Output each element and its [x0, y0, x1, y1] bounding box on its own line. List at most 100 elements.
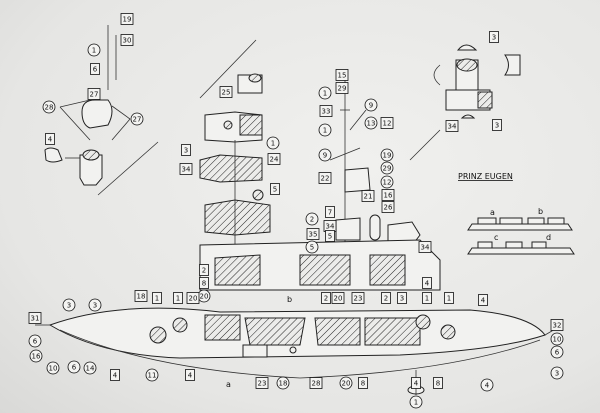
part-number-box: 4: [110, 369, 120, 381]
part-number-box: 23: [351, 292, 365, 304]
hull-letter-a: a: [226, 380, 231, 389]
label-frame: [364, 98, 378, 112]
label-frame: [181, 144, 191, 156]
label-frame: [83, 361, 97, 375]
part-number: 12: [383, 120, 392, 128]
inset-letter-c: c: [494, 233, 498, 242]
label-frame: [364, 116, 378, 130]
part-number-box: 22: [318, 172, 332, 184]
part-number-circle: 16: [29, 349, 43, 363]
label-frame: [358, 377, 368, 389]
part-number-circle: 1: [87, 43, 101, 57]
part-number: 4: [425, 280, 430, 288]
part-number-box: 1: [444, 292, 454, 304]
part-number-circle: 2: [305, 212, 319, 226]
part-number: 3: [184, 147, 188, 155]
part-number-box: 34: [445, 120, 459, 132]
part-number: 3: [555, 370, 559, 378]
label-frame: [219, 86, 233, 98]
label-frame: [444, 292, 454, 304]
part-number: 2: [310, 216, 314, 224]
label-frame: [380, 161, 394, 175]
label-frame: [550, 345, 564, 359]
part-number: 8: [202, 280, 206, 288]
label-frame: [62, 298, 76, 312]
label-frame: [411, 377, 421, 389]
part-number: 25: [222, 89, 231, 97]
part-number-box: 30: [120, 34, 134, 46]
label-frame: [409, 395, 423, 409]
part-number: 20: [200, 293, 209, 301]
part-number: 30: [123, 37, 132, 45]
label-frame: [45, 133, 55, 145]
label-frame: [87, 43, 101, 57]
part-number: 4: [485, 382, 490, 390]
part-number: 1: [447, 295, 451, 303]
label-frame: [351, 292, 365, 304]
part-number: 5: [310, 244, 314, 252]
part-number-box: 20: [186, 292, 200, 304]
part-number: 31: [31, 315, 40, 323]
part-number-box: 3: [492, 119, 502, 131]
label-frame: [325, 206, 335, 218]
label-frame: [120, 34, 134, 46]
label-frame: [318, 86, 332, 100]
part-number-box: 4: [45, 133, 55, 145]
part-number: 1: [271, 140, 275, 148]
part-number-box: 33: [319, 105, 333, 117]
part-number-circle: 3: [62, 298, 76, 312]
label-frame: [266, 136, 280, 150]
part-number: 27: [90, 91, 99, 99]
part-number: 11: [148, 372, 157, 380]
part-number: 3: [492, 34, 496, 42]
mast-assembly-left: [44, 25, 159, 196]
part-number-circle: 6: [28, 334, 42, 348]
part-number: 28: [45, 104, 54, 112]
part-number: 3: [400, 295, 404, 303]
part-number: 13: [367, 120, 376, 128]
label-frame: [120, 13, 134, 25]
label-frame: [28, 334, 42, 348]
part-number: 3: [495, 122, 499, 130]
label-frame: [87, 88, 101, 100]
label-frame: [179, 163, 193, 175]
part-number: 12: [383, 179, 392, 187]
label-frame: [478, 294, 488, 306]
label-frame: [318, 148, 332, 162]
part-number: 5: [328, 233, 332, 241]
part-number: 1: [414, 399, 418, 407]
part-number-circle: 19: [380, 148, 394, 162]
part-number-circle: 1: [318, 86, 332, 100]
part-number-box: 4: [185, 369, 195, 381]
label-frame: [267, 153, 281, 165]
label-frame: [306, 228, 320, 240]
part-number-box: 15: [335, 69, 349, 81]
part-number: 2: [384, 295, 388, 303]
part-number: 29: [383, 165, 392, 173]
part-number: 3: [67, 302, 71, 310]
part-number-box: 4: [411, 377, 421, 389]
part-number-box: 24: [267, 153, 281, 165]
part-number-circle: 29: [380, 161, 394, 175]
part-number: 8: [436, 380, 440, 388]
part-number: 18: [137, 293, 146, 301]
turret-detail: [433, 44, 521, 119]
part-number-box: 12: [380, 117, 394, 129]
part-number: 34: [182, 166, 191, 174]
label-frame: [29, 349, 43, 363]
part-number: 26: [384, 204, 393, 212]
label-frame: [305, 212, 319, 226]
part-number: 27: [133, 116, 142, 124]
part-number-box: 28: [309, 377, 323, 389]
part-number-box: 2: [381, 292, 391, 304]
label-frame: [492, 119, 502, 131]
part-number-circle: 10: [46, 361, 60, 375]
label-frame: [361, 190, 375, 202]
part-number-box: 34: [179, 163, 193, 175]
part-number: 6: [72, 364, 77, 372]
part-number-circle: 11: [145, 368, 159, 382]
part-number: 9: [323, 152, 327, 160]
part-number: 6: [93, 66, 98, 74]
part-number: 23: [354, 295, 363, 303]
